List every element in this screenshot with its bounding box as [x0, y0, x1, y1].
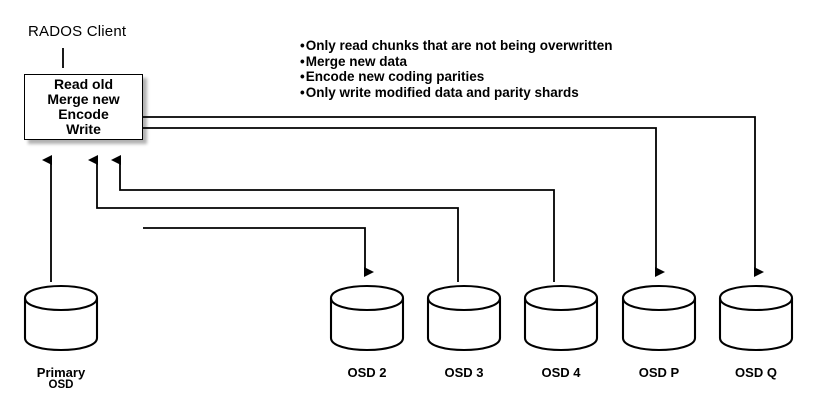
disk-label-osd-q: OSD Q [735, 365, 777, 380]
bullet-icon: • [300, 69, 305, 85]
disk-label-osd-2: OSD 2 [347, 365, 387, 380]
note-item-1: •Only read chunks that are not being ove… [300, 38, 770, 54]
note-text: Merge new data [305, 53, 408, 69]
process-box[interactable]: Read old Merge new Encode Write [24, 74, 143, 140]
bullet-icon: • [300, 38, 305, 53]
note-text: Only write modified data and parity shar… [305, 84, 579, 100]
notes-list: •Only read chunks that are not being ove… [300, 38, 770, 100]
disk-osd-2[interactable] [324, 272, 410, 364]
disk-label-osd-3: OSD 3 [444, 365, 484, 380]
disk-osd-4[interactable] [518, 272, 604, 364]
process-step-encode: Encode [58, 106, 109, 122]
write-arrow-osd-p [143, 127, 665, 277]
note-text: Only read chunks that are not being over… [305, 38, 613, 53]
note-item-4: •Only write modified data and parity sha… [300, 85, 770, 101]
note-item-2: •Merge new data [300, 54, 770, 70]
read-arrow-osd-4 [111, 155, 555, 282]
disk-label-osd-p: OSD P [638, 365, 680, 380]
disk-label-primary-osd-line2: OSD [48, 379, 74, 391]
note-text: Encode new coding parities [305, 69, 485, 85]
read-arrow-osd-3 [88, 155, 459, 282]
note-item-3: •Encode new coding parities [300, 69, 770, 85]
write-arrow-osd-q [143, 116, 764, 277]
disk-osd-3[interactable] [421, 272, 507, 364]
bullet-icon: • [300, 53, 305, 69]
disk-primary-osd[interactable] [18, 272, 104, 364]
write-arrow-osd-2 [143, 227, 374, 277]
process-step-read-old: Read old [53, 76, 114, 92]
process-step-merge-new: Merge new [47, 91, 120, 107]
process-step-write: Write [66, 121, 101, 137]
rados-client-label: RADOS Client [28, 23, 127, 40]
disk-label-osd-4: OSD 4 [541, 365, 581, 380]
disk-label-primary-osd-line1: Primary [36, 365, 86, 380]
bullet-icon: • [300, 84, 305, 100]
disk-osd-q[interactable] [713, 272, 799, 364]
disk-osd-p[interactable] [616, 272, 702, 364]
